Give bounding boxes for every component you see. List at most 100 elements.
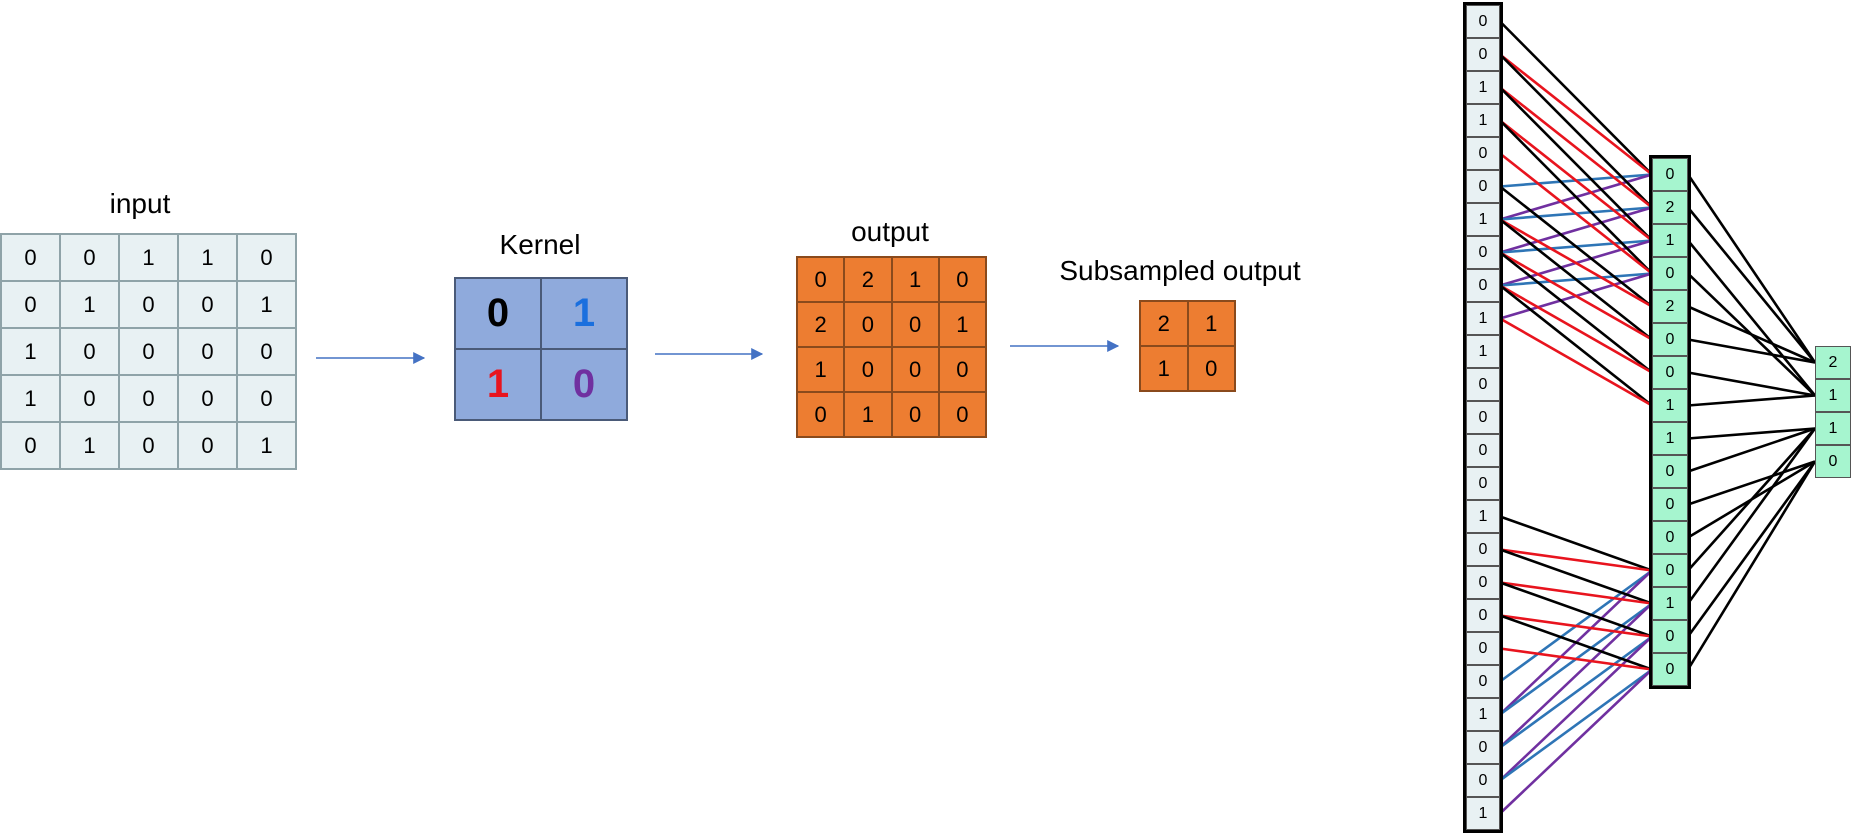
kernel-weight: 1 — [455, 349, 541, 420]
input-neuron: 1 — [1466, 71, 1500, 104]
conv-connection — [1499, 668, 1653, 815]
input-neuron: 1 — [1466, 698, 1500, 731]
output-neuron: 1 — [1815, 412, 1851, 445]
input-cell: 0 — [1, 422, 60, 469]
subsampled-title: Subsampled output — [1059, 255, 1301, 286]
input-neuron: 0 — [1466, 269, 1500, 302]
input-neuron: 0 — [1466, 401, 1500, 434]
hidden-neuron: 0 — [1652, 455, 1688, 488]
conv-connection — [1499, 614, 1653, 638]
input-cell: 0 — [60, 328, 119, 375]
input-cell: 1 — [1, 375, 60, 422]
pool-connection — [1686, 427, 1817, 605]
input-neuron: 1 — [1466, 797, 1500, 830]
input-neuron: 1 — [1466, 302, 1500, 335]
input-neuron: 0 — [1466, 236, 1500, 269]
pool-connection — [1686, 206, 1817, 364]
conv-connection — [1499, 317, 1653, 407]
conv-connection — [1499, 284, 1653, 374]
pool-connection — [1687, 394, 1816, 407]
input-cell: 0 — [119, 281, 178, 328]
input-neuron: 0 — [1466, 434, 1500, 467]
conv-connection — [1499, 119, 1653, 275]
input-neuron: 0 — [1466, 533, 1500, 566]
conv-connection — [1499, 86, 1653, 242]
input-neuron: 0 — [1466, 599, 1500, 632]
conv-connection — [1499, 20, 1653, 176]
input-cell: 1 — [237, 422, 296, 469]
output-cell: 1 — [938, 302, 986, 347]
input-neuron: 0 — [1466, 137, 1500, 170]
conv-connection — [1499, 251, 1653, 374]
pool-connection — [1687, 371, 1816, 397]
conv-connection — [1499, 251, 1653, 341]
input-cell: 0 — [119, 328, 178, 375]
conv-connection — [1499, 668, 1653, 782]
pool-connection — [1686, 173, 1817, 364]
hidden-neuron: 0 — [1652, 323, 1688, 356]
input-neuron: 1 — [1466, 500, 1500, 533]
hidden-neuron: 0 — [1652, 653, 1688, 686]
input-cell: 0 — [237, 328, 296, 375]
input-cell: 1 — [1, 328, 60, 375]
hidden-neuron: 0 — [1652, 356, 1688, 389]
output-cell: 0 — [891, 302, 939, 347]
output-title: output — [851, 216, 929, 247]
kernel-weight: 0 — [541, 349, 627, 420]
output-cell: 2 — [797, 302, 845, 347]
output-cell: 1 — [844, 392, 892, 437]
conv-connection — [1499, 647, 1653, 671]
conv-connection — [1499, 581, 1653, 638]
input-neuron: 0 — [1466, 665, 1500, 698]
kernel-title: Kernel — [499, 229, 581, 260]
kernel-weight: 0 — [455, 278, 541, 349]
hidden-neuron: 1 — [1652, 587, 1688, 620]
hidden-neuron: 2 — [1652, 191, 1688, 224]
input-cell: 0 — [178, 328, 237, 375]
input-neuron: 0 — [1466, 38, 1500, 71]
output-cell: 0 — [938, 257, 986, 302]
kernel-weight: 1 — [541, 278, 627, 349]
input-neuron: 1 — [1466, 335, 1500, 368]
input-neuron: 0 — [1466, 467, 1500, 500]
hidden-neuron: 0 — [1652, 488, 1688, 521]
hidden-neuron: 1 — [1652, 389, 1688, 422]
output-neuron: 1 — [1815, 379, 1851, 412]
pool-connection — [1687, 427, 1816, 440]
input-neuron: 0 — [1466, 764, 1500, 797]
conv-connection — [1499, 152, 1653, 275]
output-cell: 2 — [844, 257, 892, 302]
output-cell: 0 — [797, 392, 845, 437]
input-cell: 1 — [119, 234, 178, 281]
output-cell: 1 — [891, 257, 939, 302]
input-neuron: 0 — [1466, 632, 1500, 665]
conv-connection — [1499, 614, 1653, 671]
conv-connection — [1499, 185, 1653, 308]
output-cell: 0 — [938, 347, 986, 392]
input-cell: 1 — [60, 281, 119, 328]
input-neuron: 0 — [1466, 170, 1500, 203]
hidden-neuron: 1 — [1652, 422, 1688, 455]
input-neuron: 1 — [1466, 104, 1500, 137]
input-cell: 1 — [237, 281, 296, 328]
hidden-neuron: 0 — [1652, 521, 1688, 554]
conv-connection — [1499, 548, 1653, 572]
conv-connection — [1499, 53, 1653, 209]
input-cell: 0 — [60, 234, 119, 281]
input-cell: 0 — [178, 422, 237, 469]
pool-connection — [1686, 460, 1817, 638]
pool-connection — [1687, 427, 1816, 473]
input-cell: 0 — [119, 375, 178, 422]
hidden-neuron: 0 — [1652, 257, 1688, 290]
pool-connection — [1687, 305, 1816, 364]
input-cell: 0 — [178, 375, 237, 422]
output-neuron: 0 — [1815, 445, 1851, 478]
conv-connection — [1499, 515, 1653, 572]
pool-connection — [1686, 460, 1817, 671]
input-cell: 0 — [1, 281, 60, 328]
hidden-neuron: 0 — [1652, 158, 1688, 191]
hidden-neuron: 0 — [1652, 554, 1688, 587]
subsampled-cell: 1 — [1140, 346, 1188, 391]
